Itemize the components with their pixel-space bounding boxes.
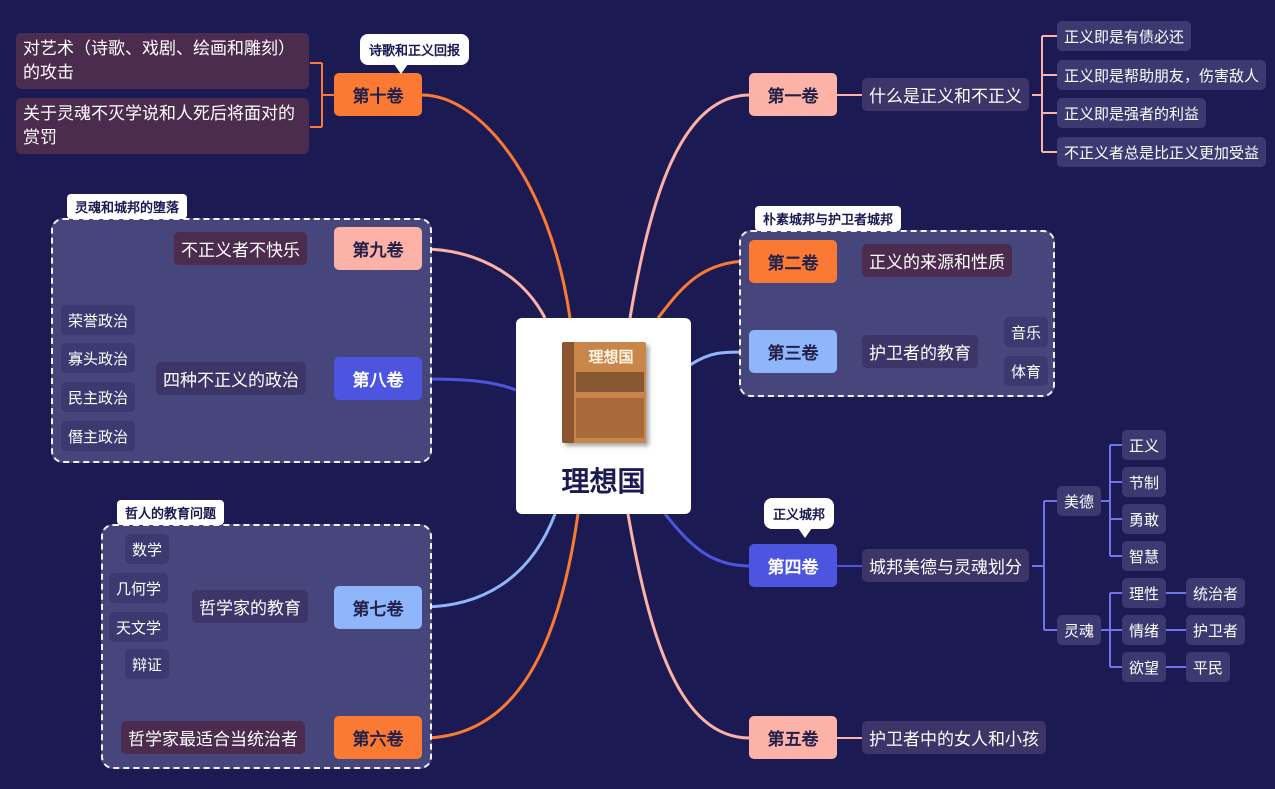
group-label-left-bottom: 哲人的教育问题 xyxy=(117,500,225,525)
volume-9[interactable]: 第九卷 xyxy=(334,227,422,270)
volume-4[interactable]: 第四卷 xyxy=(749,544,837,587)
book4-soul-part-2[interactable]: 情绪 xyxy=(1122,615,1167,645)
book4-virtue-2[interactable]: 节制 xyxy=(1122,467,1167,497)
book4-virtue-label[interactable]: 美德 xyxy=(1057,486,1102,516)
book1-item-1[interactable]: 正义即是有债必还 xyxy=(1057,21,1192,51)
topic-book1[interactable]: 什么是正义和不正义 xyxy=(862,78,1029,111)
book7-item-1[interactable]: 数学 xyxy=(125,534,170,564)
volume-2[interactable]: 第二卷 xyxy=(749,240,837,283)
branch-v7 xyxy=(421,513,557,609)
group-label-left-top: 灵魂和城邦的堕落 xyxy=(67,194,188,219)
book4-soul-label[interactable]: 灵魂 xyxy=(1057,615,1102,645)
central-title: 理想国 xyxy=(561,465,646,498)
book1-item-2[interactable]: 正义即是帮助朋友，伤害敌人 xyxy=(1057,60,1267,90)
branch-v1 xyxy=(628,93,751,319)
volume-6[interactable]: 第六卷 xyxy=(334,716,422,759)
topic-book9[interactable]: 不正义者不快乐 xyxy=(174,232,307,265)
volume-3[interactable]: 第三卷 xyxy=(749,330,837,373)
central-topic[interactable]: 理想国 理想国 xyxy=(516,318,691,514)
volume-10[interactable]: 第十卷 xyxy=(334,73,422,116)
book3-item-music[interactable]: 音乐 xyxy=(1004,317,1049,347)
branch-v9 xyxy=(421,247,547,319)
branch-v2 xyxy=(656,259,751,319)
topic-book2[interactable]: 正义的来源和性质 xyxy=(862,244,1012,277)
callout-book10: 诗歌和正义回报 xyxy=(360,34,470,74)
book4-soul-part-1[interactable]: 理性 xyxy=(1122,578,1167,608)
book8-item-3[interactable]: 民主政治 xyxy=(61,382,136,412)
topic-book8[interactable]: 四种不正义的政治 xyxy=(156,362,306,395)
volume-5[interactable]: 第五卷 xyxy=(749,716,837,759)
book8-item-4[interactable]: 僭主政治 xyxy=(61,421,136,451)
topic-book6[interactable]: 哲学家最适合当统治者 xyxy=(121,721,305,754)
volume-7[interactable]: 第七卷 xyxy=(334,586,422,629)
book1-item-3[interactable]: 正义即是强者的利益 xyxy=(1057,98,1207,128)
book4-soul-role-1[interactable]: 统治者 xyxy=(1186,578,1246,608)
branch-v8 xyxy=(421,377,517,392)
book4-soul-role-3[interactable]: 平民 xyxy=(1186,652,1231,682)
book3-item-sports[interactable]: 体育 xyxy=(1004,356,1049,386)
topic-book4[interactable]: 城邦美德与灵魂划分 xyxy=(862,549,1029,582)
callout-book4: 正义城邦 xyxy=(764,498,835,538)
book4-soul-role-2[interactable]: 护卫者 xyxy=(1186,615,1246,645)
topic-book5[interactable]: 护卫者中的女人和小孩 xyxy=(862,721,1046,754)
branch-v5 xyxy=(626,513,751,740)
book1-item-4[interactable]: 不正义者总是比正义更加受益 xyxy=(1057,137,1267,167)
topic-book3[interactable]: 护卫者的教育 xyxy=(862,335,978,368)
book7-item-2[interactable]: 几何学 xyxy=(109,573,169,603)
group-label-right: 朴素城邦与护卫者城邦 xyxy=(755,206,902,231)
book-cover-image: 理想国 xyxy=(562,342,646,443)
book7-item-3[interactable]: 天文学 xyxy=(109,612,169,642)
book7-item-4[interactable]: 辩证 xyxy=(125,649,170,679)
book10-item-1[interactable]: 对艺术（诗歌、戏剧、绘画和雕刻）的攻击 xyxy=(16,33,309,89)
volume-8[interactable]: 第八卷 xyxy=(334,357,422,400)
branch-v6 xyxy=(421,513,580,740)
book4-virtue-1[interactable]: 正义 xyxy=(1122,430,1167,460)
book4-soul-part-3[interactable]: 欲望 xyxy=(1122,652,1167,682)
branch-v10 xyxy=(421,93,572,319)
book10-item-2[interactable]: 关于灵魂不灭学说和人死后将面对的赏罚 xyxy=(16,98,309,154)
book4-virtue-3[interactable]: 勇敢 xyxy=(1122,504,1167,534)
book8-item-1[interactable]: 荣誉政治 xyxy=(61,305,136,335)
topic-book7[interactable]: 哲学家的教育 xyxy=(192,590,308,623)
branch-v4 xyxy=(663,513,751,568)
book4-virtue-4[interactable]: 智慧 xyxy=(1122,541,1167,571)
book8-item-2[interactable]: 寡头政治 xyxy=(61,343,136,373)
book-cover-title: 理想国 xyxy=(588,348,634,366)
volume-1[interactable]: 第一卷 xyxy=(749,73,837,116)
